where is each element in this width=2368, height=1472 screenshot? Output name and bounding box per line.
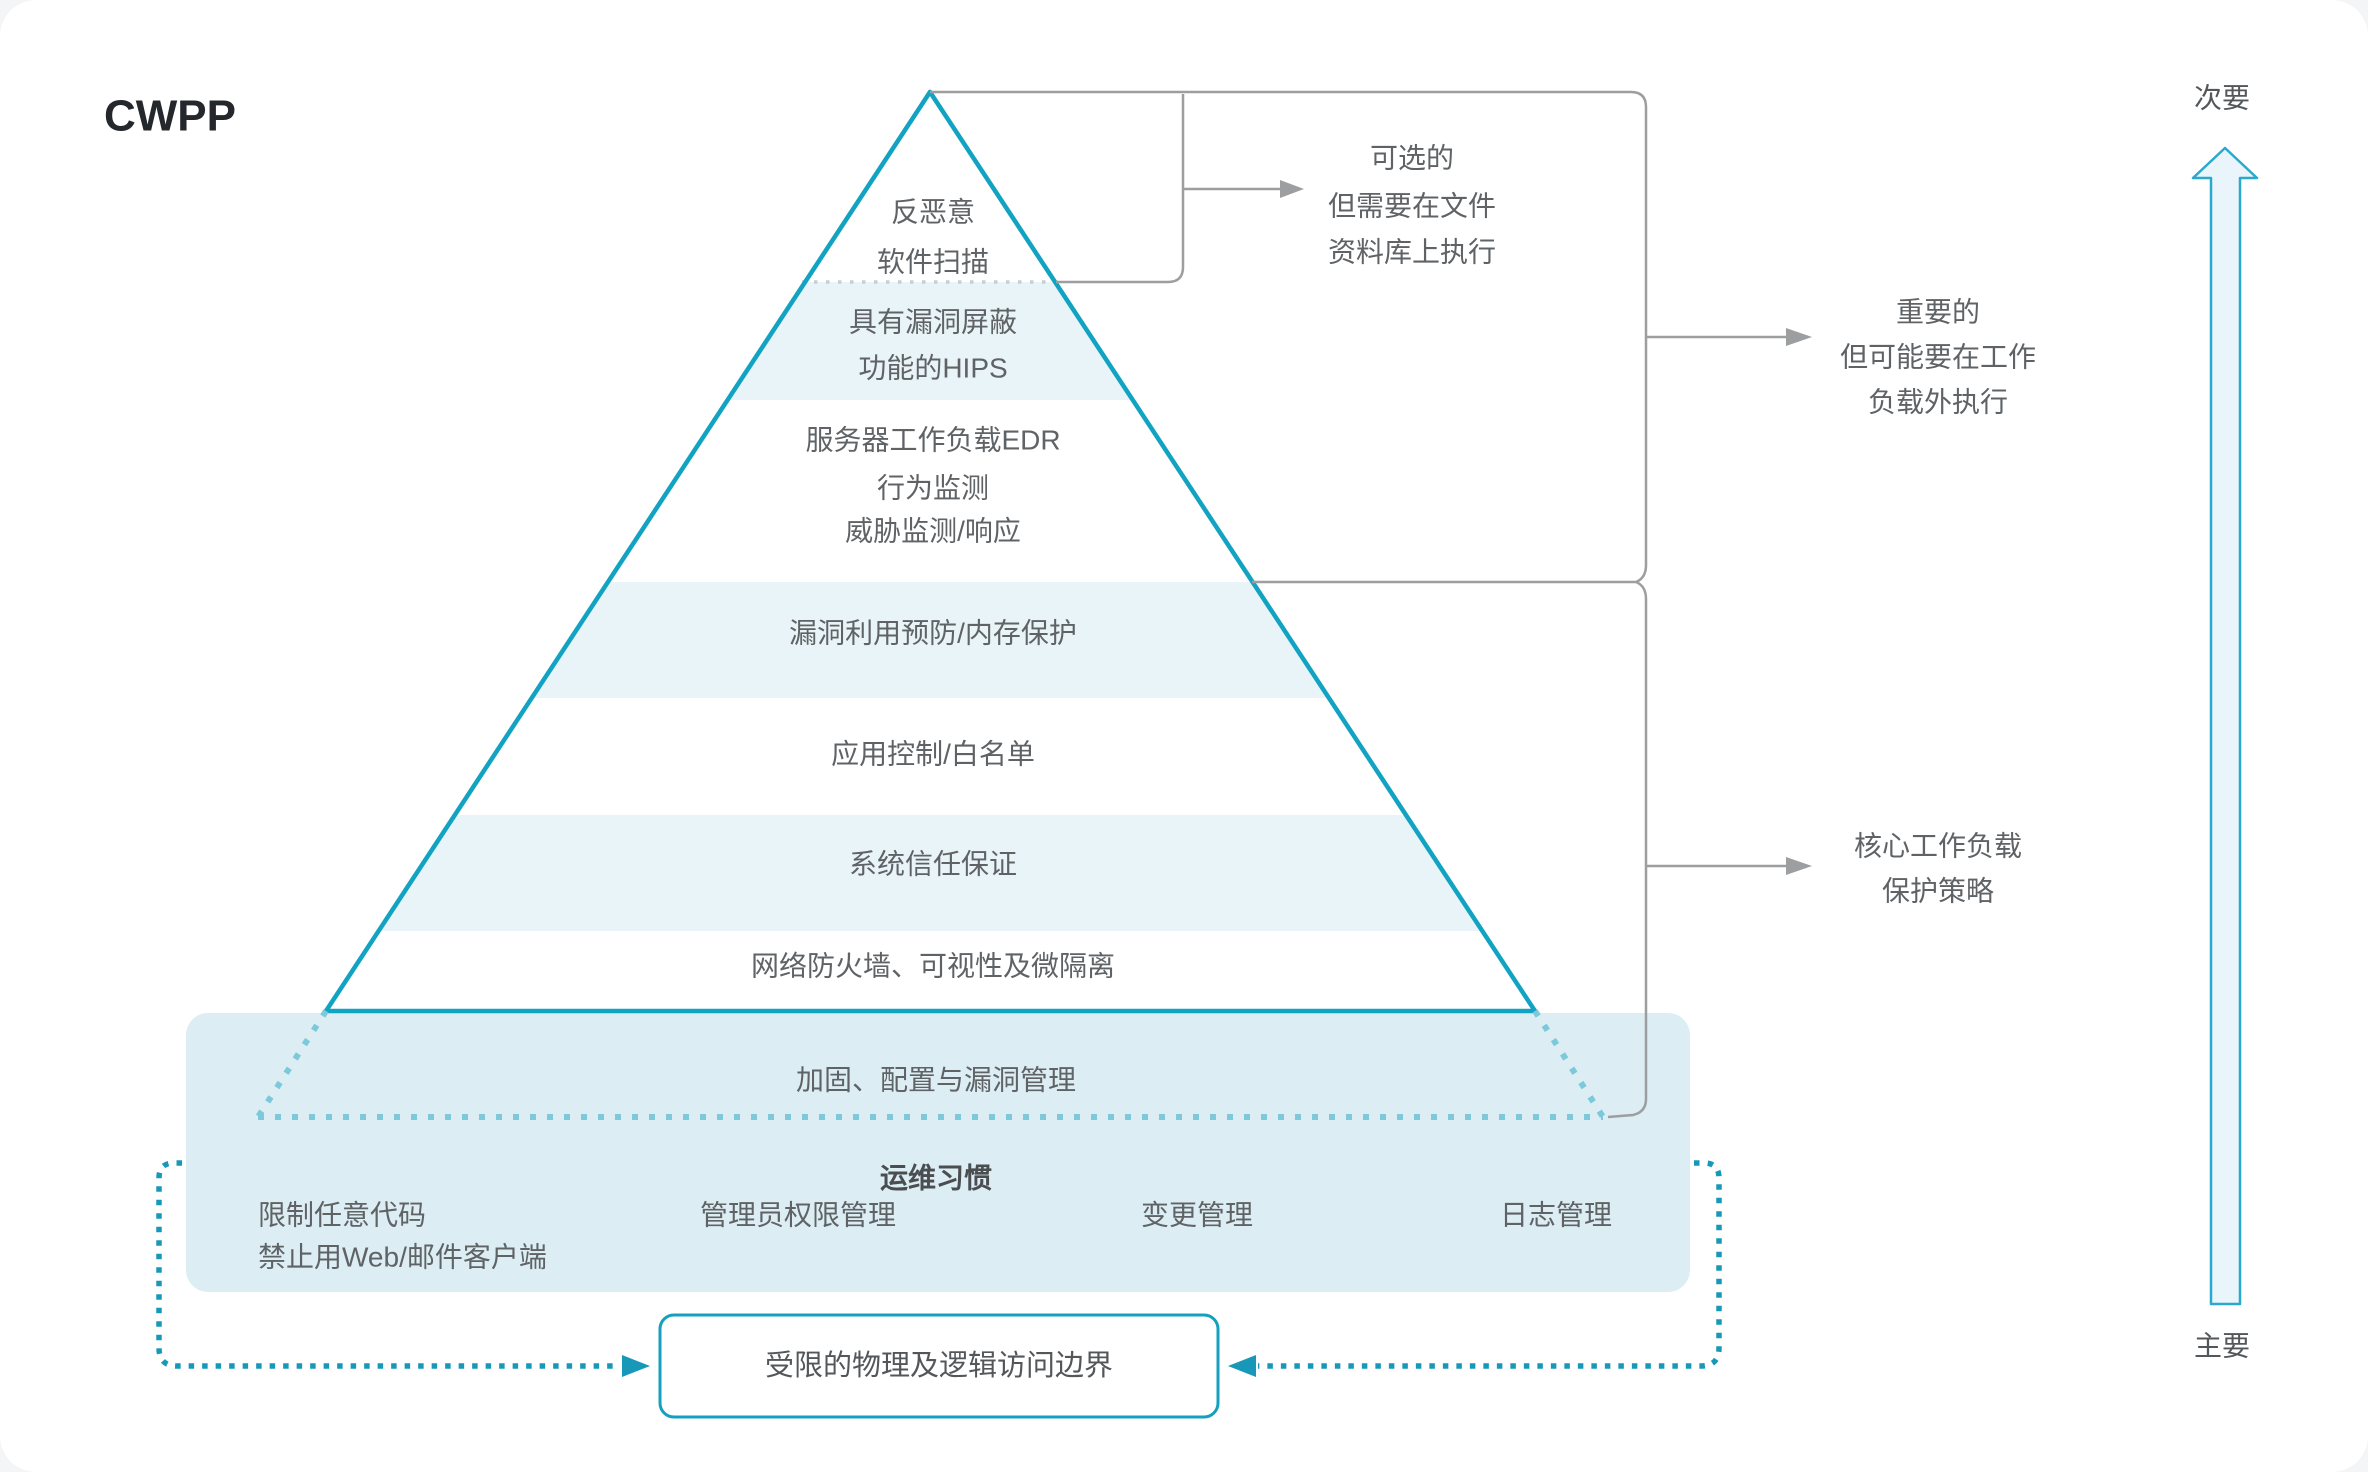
pyramid-left-edge (323, 89, 933, 1014)
layer-anti-malware-line2: 软件扫描 (877, 247, 989, 278)
annotation-optional-line1: 可选的 (1370, 143, 1454, 174)
annotation-important-line2: 但可能要在工作 (1840, 342, 2036, 373)
ops-item-admin-rights: 管理员权限管理 (700, 1200, 896, 1231)
annotation-optional-line2: 但需要在文件 (1328, 191, 1496, 222)
ops-item-change-mgmt: 变更管理 (1141, 1200, 1253, 1231)
layer-hardening: 加固、配置与漏洞管理 (796, 1065, 1076, 1096)
boundary-dotted-connectors (156, 1160, 1722, 1369)
grouping-brackets (930, 90, 1786, 1119)
annotation-labels: 可选的 但需要在文件 资料库上执行 重要的 但可能要在工作 负载外执行 核心工作… (1328, 143, 2036, 907)
layer-network-firewall: 网络防火墙、可视性及微隔离 (751, 951, 1115, 982)
layer-system-trust: 系统信任保证 (849, 849, 1017, 880)
pyramid-outline (323, 89, 1538, 1014)
boundary-box (658, 1313, 1220, 1419)
boundary-connector-left (156, 1160, 620, 1369)
layer-edr-line3: 威胁监测/响应 (845, 516, 1021, 547)
ops-item-no-web-mail: 禁止用Web/邮件客户端 (258, 1242, 547, 1273)
annotation-core-line2: 保护策略 (1882, 876, 1994, 907)
band-system-trust (326, 815, 1535, 931)
page-title: CWPP (104, 92, 236, 141)
arrow-optional-head (1280, 180, 1304, 198)
layer-anti-malware-line1: 反恶意 (891, 197, 975, 228)
axis-top-label: 次要 (2194, 83, 2250, 114)
bracket-important (930, 90, 1648, 584)
boundary-arrow-left-head (622, 1355, 650, 1377)
annotation-important-line3: 负载外执行 (1868, 387, 2008, 418)
layer-edr-line1: 服务器工作负载EDR (805, 425, 1060, 456)
pyramid-right-edge (927, 89, 1538, 1014)
boundary-arrow-right-head (1228, 1355, 1256, 1377)
arrow-important-head (1786, 328, 1812, 346)
gray-arrowheads (1280, 180, 1812, 875)
dashed-left-edge (255, 1009, 329, 1119)
ops-habits-block (186, 1013, 1690, 1292)
layer-edr-line2: 行为监测 (877, 473, 989, 504)
dashed-right-edge (1532, 1009, 1606, 1119)
pyramid-layer-labels: 反恶意 软件扫描 具有漏洞屏蔽 功能的HIPS 服务器工作负载EDR 行为监测 … (751, 197, 1115, 1096)
layer-hips-line1: 具有漏洞屏蔽 (849, 307, 1017, 338)
ops-habits-items: 限制任意代码 禁止用Web/邮件客户端 管理员权限管理 变更管理 日志管理 (258, 1200, 1612, 1273)
boundary-box-label: 受限的物理及逻辑访问边界 (765, 1349, 1113, 1382)
boundary-connector-right (1258, 1160, 1722, 1369)
bracket-core (1607, 580, 1648, 1119)
ops-item-log-mgmt: 日志管理 (1500, 1200, 1612, 1231)
axis-bottom-label: 主要 (2194, 1331, 2250, 1362)
layer-exploit-prevention: 漏洞利用预防/内存保护 (789, 618, 1077, 649)
annotation-important-line1: 重要的 (1896, 297, 1980, 328)
ops-item-restrict-code: 限制任意代码 (258, 1200, 426, 1231)
annotation-optional-line3: 资料库上执行 (1328, 237, 1496, 268)
annotation-core-line1: 核心工作负载 (1854, 831, 2022, 862)
layer-hips-line2: 功能的HIPS (858, 353, 1007, 384)
pyramid-dashed-extension (255, 1009, 1606, 1120)
priority-axis-arrow (2191, 146, 2259, 1306)
ops-habits-title: 运维习惯 (880, 1163, 992, 1194)
arrow-core-head (1786, 857, 1812, 875)
bracket-optional (1056, 94, 1185, 284)
boundary-arrowheads (622, 1355, 1256, 1377)
layer-app-control: 应用控制/白名单 (831, 739, 1035, 770)
